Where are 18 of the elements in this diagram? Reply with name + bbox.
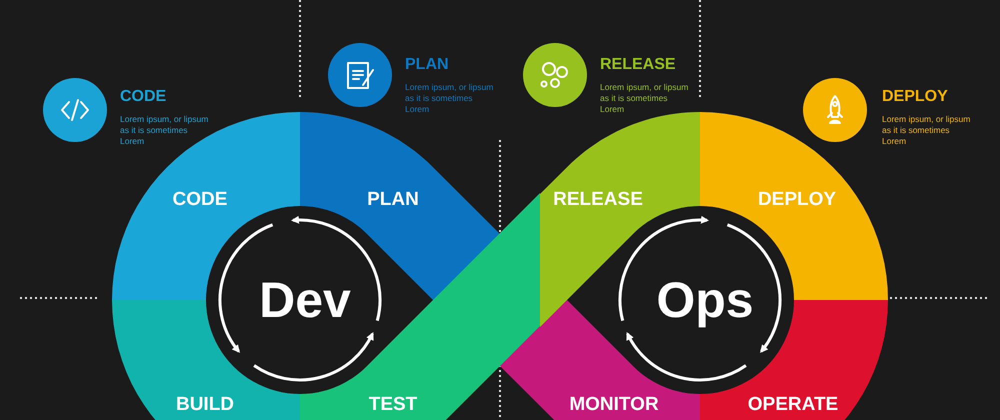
segment-label: BUILD bbox=[176, 394, 234, 416]
callout-heading: DEPLOY bbox=[882, 88, 948, 106]
callout-heading: CODE bbox=[120, 88, 166, 106]
segment-label: RELEASE bbox=[553, 189, 643, 211]
callout-text: Lorem ipsum, or lipsum as it is sometimes Lorem bbox=[600, 82, 690, 115]
segment-label: DEPLOY bbox=[758, 189, 836, 211]
segment-label: TEST bbox=[368, 394, 418, 416]
callout-heading: PLAN bbox=[405, 56, 449, 74]
callout-text: Lorem ipsum, or lipsum as it is sometimes Lorem bbox=[405, 82, 494, 115]
segment-label: CODE bbox=[172, 189, 228, 211]
segment-label: OPERATE bbox=[748, 394, 838, 416]
center-label: Ops bbox=[656, 271, 754, 329]
callout-text: Lorem ipsum, or lipsum as it is sometimes Lorem bbox=[882, 114, 972, 147]
segment-label: MONITOR bbox=[569, 394, 659, 416]
segment-label: PLAN bbox=[367, 189, 419, 211]
center-label: Dev bbox=[259, 271, 351, 329]
callout-heading: RELEASE bbox=[600, 56, 676, 74]
callout-text: Lorem ipsum, or lipsum as it is sometimes Lorem bbox=[120, 114, 210, 147]
